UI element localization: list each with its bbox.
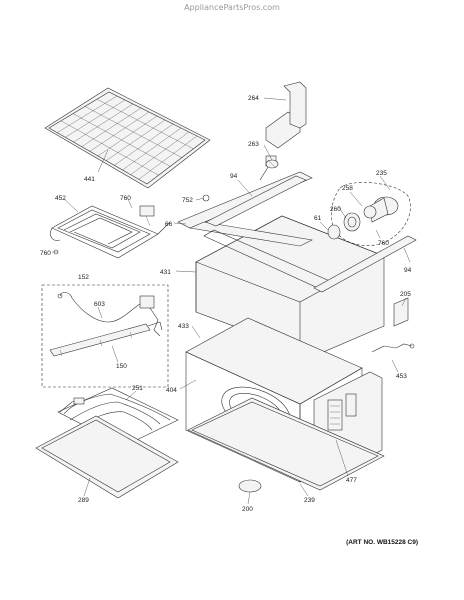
callout-477: 477 (346, 477, 357, 484)
rack-wire (97, 115, 158, 157)
rack-wire (57, 95, 118, 133)
callout-61: 61 (314, 215, 322, 222)
bottom-tray-drawing (35, 415, 179, 499)
watermark-text: AppliancePartsPros.com (184, 3, 280, 12)
callout-239: 239 (304, 497, 315, 504)
rack-wire (130, 131, 190, 175)
rack-crossbar (96, 99, 194, 149)
handle-and-knob-drawing (265, 81, 307, 169)
callout-66: 66 (165, 221, 173, 228)
rack-wire (122, 127, 182, 171)
rack-wire (65, 99, 126, 138)
callout-205: 205 (400, 291, 411, 298)
callout-289: 289 (78, 497, 89, 504)
art-number-label: (ART NO. WB15228 C9) (346, 539, 418, 546)
callout-94-right: 94 (404, 267, 412, 274)
callout-251: 251 (132, 385, 143, 392)
rack-wire (138, 135, 198, 180)
callout-431: 431 (160, 269, 171, 276)
callout-94-top: 94 (230, 173, 238, 180)
callout-441: 441 (84, 176, 95, 183)
callout-264: 264 (248, 95, 259, 102)
callout-760-broil: 760 (120, 195, 131, 202)
rack-crossbar (84, 106, 182, 158)
callout-752: 752 (182, 197, 193, 204)
broil-element-drawing (50, 205, 171, 259)
rack-wire (81, 107, 142, 147)
callout-452: 452 (55, 195, 66, 202)
callout-150: 150 (116, 363, 127, 370)
oven-light-assembly-drawing (327, 182, 411, 246)
oven-body-drawing (177, 155, 417, 493)
wire-harness-group-drawing (41, 284, 169, 388)
rack-wire (106, 119, 166, 161)
callout-760-light: 760 (378, 240, 389, 247)
callout-404: 404 (166, 387, 177, 394)
rack-wire (114, 123, 174, 166)
callout-200: 200 (242, 506, 253, 513)
callout-263: 263 (248, 141, 259, 148)
rack-wire (89, 111, 150, 152)
oven-rack-drawing (44, 87, 211, 189)
callout-leader-lines (52, 97, 411, 505)
callout-258: 258 (342, 185, 353, 192)
callout-235: 235 (376, 170, 387, 177)
callout-labels: 264 263 441 94 235 258 752 452 760 66 61… (40, 95, 412, 513)
callout-453: 453 (396, 373, 407, 380)
callout-760-broil-left: 760 (40, 250, 51, 257)
callout-152: 152 (78, 274, 89, 281)
callout-260: 260 (330, 206, 341, 213)
callout-603: 603 (94, 301, 105, 308)
rack-wire (73, 103, 134, 143)
rack-crossbar (60, 120, 159, 176)
callout-433: 433 (178, 323, 189, 330)
rack-crossbar (72, 113, 171, 167)
